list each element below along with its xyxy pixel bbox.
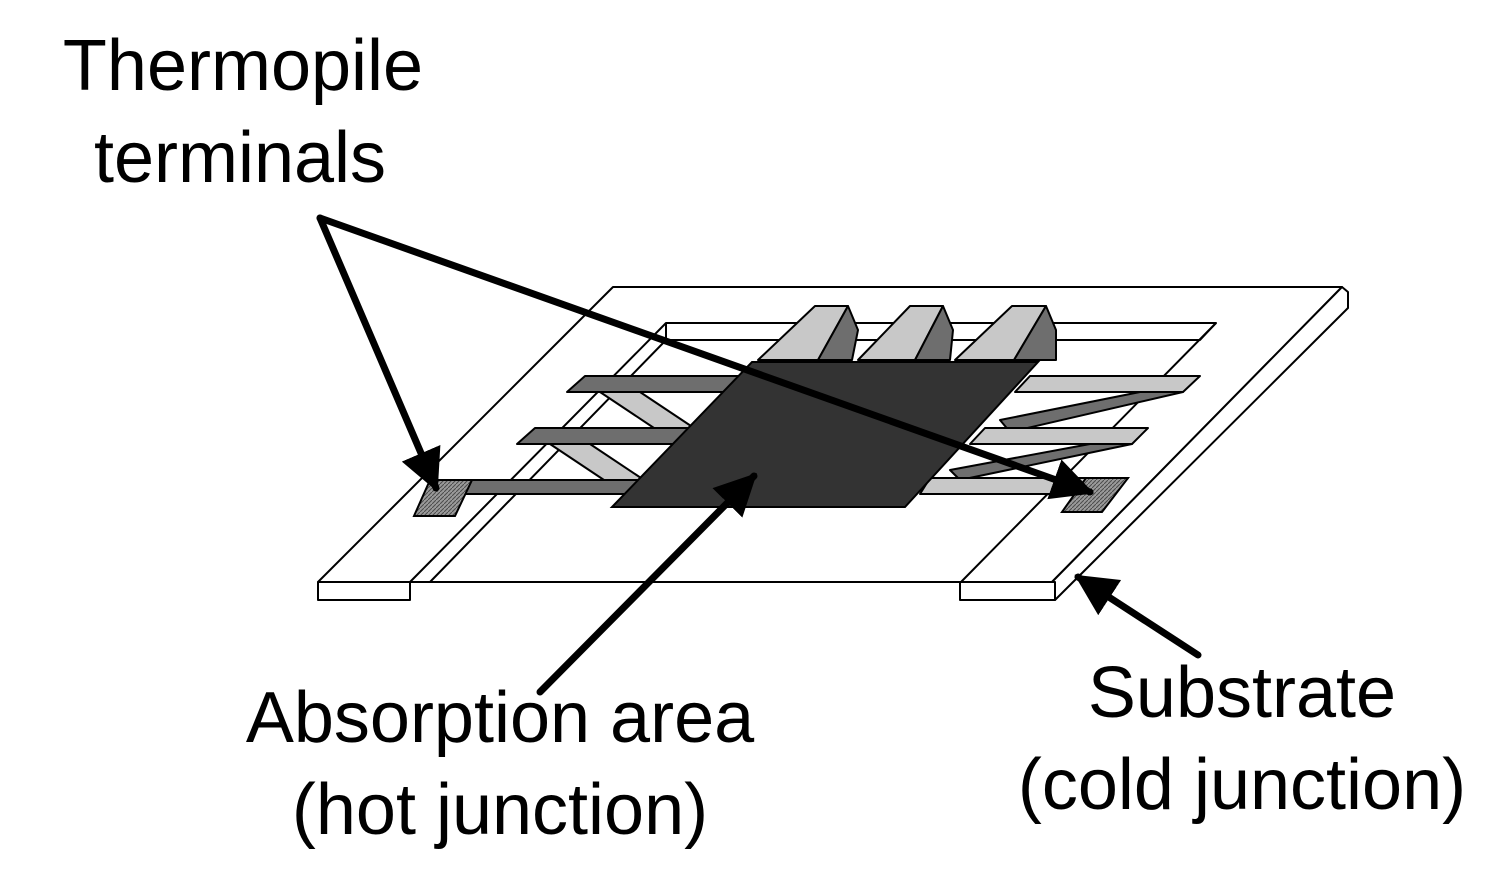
strip-top-2-dark <box>914 305 954 361</box>
strip-right-2-light <box>969 427 1149 445</box>
substrate-left-leg-front <box>317 581 411 601</box>
pointer-arrows <box>316 214 1202 696</box>
terminals-label-line2: terminals <box>94 118 386 198</box>
terminal-pad-right <box>1060 477 1131 513</box>
strip-left-3-dark <box>459 479 651 495</box>
absorber-plate <box>609 361 1041 508</box>
strip-right-2-dark <box>949 443 1133 481</box>
arrow-to-absorber <box>536 472 758 696</box>
substrate-label-line1: Substrate <box>1088 653 1396 733</box>
arrow-to-left-terminal <box>316 214 441 492</box>
arrow-to-substrate <box>1074 573 1202 659</box>
absorption-label-line2: (hot junction) <box>292 770 708 850</box>
arrow-to-right-terminal <box>316 214 1094 500</box>
substrate-right-leg-front <box>959 581 1056 601</box>
strip-right-1-light <box>1014 375 1201 393</box>
strip-top-1-dark <box>817 305 859 361</box>
terminals-label-line1: Thermopile <box>63 26 423 106</box>
absorption-label-line1: Absorption area <box>246 678 755 758</box>
strip-top-3-dark <box>1013 305 1057 361</box>
substrate-right-edge <box>1051 286 1349 601</box>
substrate-label-line2: (cold junction) <box>1018 745 1466 825</box>
